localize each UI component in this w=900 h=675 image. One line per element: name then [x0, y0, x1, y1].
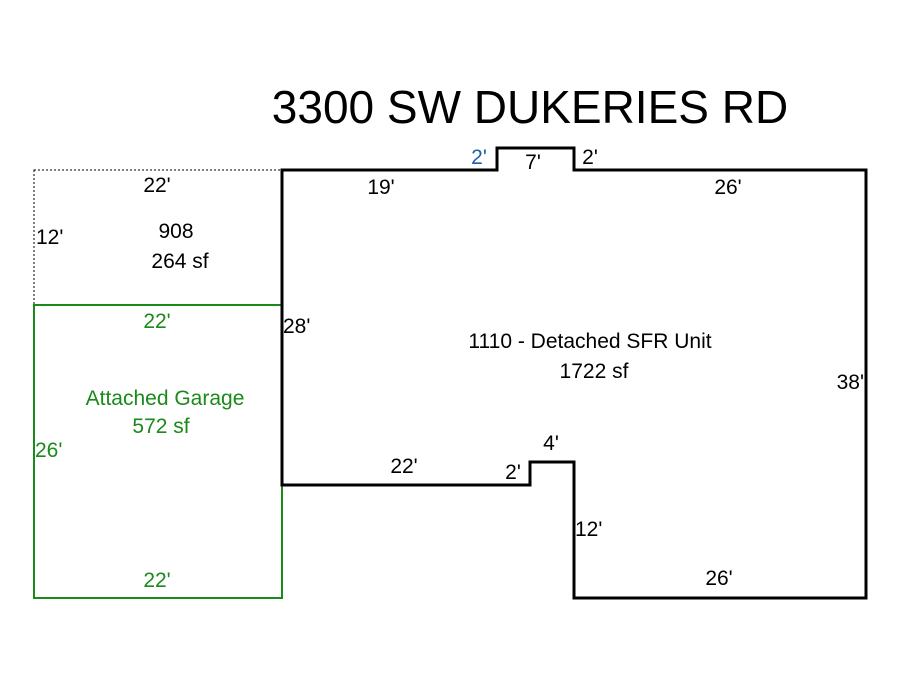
- upper-left-area: 264 sf: [151, 250, 208, 273]
- garage-outline: [33, 304, 283, 599]
- dim-notch-top: 4': [543, 432, 559, 455]
- upper-left-top-dim: 22': [143, 174, 170, 197]
- dim-right-side: 38': [837, 371, 864, 394]
- dim-bump-top: 7': [525, 151, 541, 174]
- garage-side-dim: 26': [35, 439, 62, 462]
- dim-left-side: 28': [283, 315, 310, 338]
- garage-bottom-dim: 22': [143, 569, 170, 592]
- main-unit-outline: [280, 146, 868, 600]
- dim-top-left-run: 19': [367, 176, 394, 199]
- dim-top-right-run: 26': [714, 176, 741, 199]
- main-unit-name: 1110 - Detached SFR Unit: [468, 330, 711, 353]
- upper-left-code: 908: [158, 220, 193, 243]
- dim-bottom-right-run: 26': [705, 567, 732, 590]
- dim-notch-rise: 2': [505, 461, 521, 484]
- dim-notch-drop: 12': [575, 518, 602, 541]
- garage-area: 572 sf: [132, 415, 189, 438]
- dim-bump-left: 2': [471, 146, 487, 169]
- dim-bump-right: 2': [582, 146, 598, 169]
- page-title: 3300 SW DUKERIES RD: [272, 81, 788, 133]
- dim-bottom-left-run: 22': [390, 455, 417, 478]
- main-unit-area: 1722 sf: [560, 360, 629, 383]
- upper-left-side-dim: 12': [36, 226, 63, 249]
- garage-name: Attached Garage: [86, 387, 245, 410]
- garage-top-dim: 22': [143, 310, 170, 333]
- upper-left-area-outline: [33, 169, 283, 306]
